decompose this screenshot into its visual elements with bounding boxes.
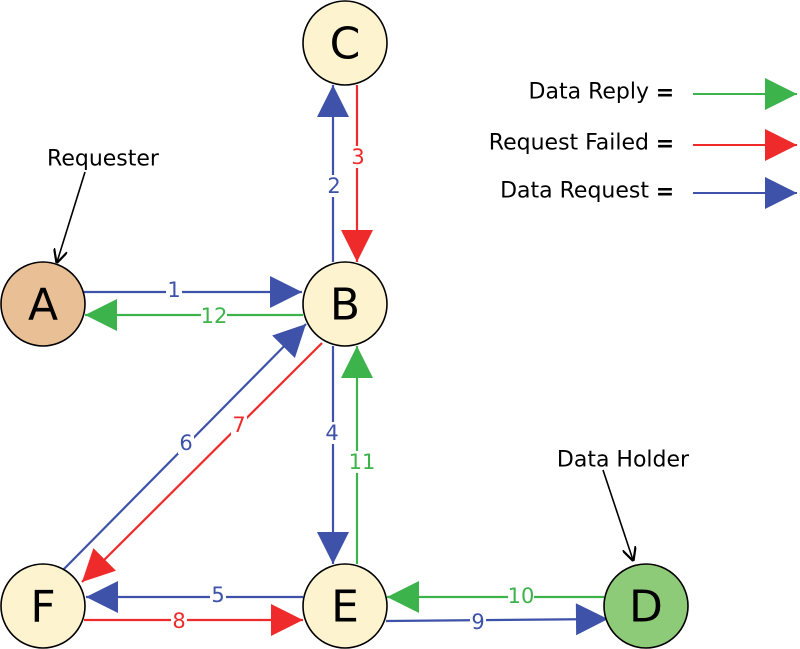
legend-item-reply: Data Reply = (529, 78, 797, 110)
edge-label-1: 1 (167, 278, 180, 302)
edge-label-8: 8 (172, 609, 185, 633)
node-label: A (28, 280, 58, 331)
edge-label-bg (171, 610, 187, 632)
node-label: B (330, 280, 360, 331)
annotation-requester: Requester (47, 147, 160, 263)
node-circle (302, 563, 388, 649)
node-label: F (30, 582, 55, 633)
edge-label-bg (178, 432, 194, 454)
edge-label-bg (350, 146, 366, 168)
edge-label-bg (326, 175, 342, 197)
annotation-label: Requester (47, 147, 160, 172)
node-d: D (603, 563, 689, 649)
edge-label-bg (324, 422, 340, 444)
annotation-data-holder: Data Holder (557, 448, 690, 561)
node-e: E (302, 563, 388, 649)
nodes: A B C D E F (0, 0, 689, 649)
node-circle (603, 563, 689, 649)
edge-label-bg (508, 585, 534, 607)
edge-label-4: 4 (325, 421, 338, 445)
node-label: E (331, 582, 359, 633)
edge-label-bg (470, 611, 486, 633)
edge-b-to-f (81, 342, 323, 583)
node-circle (0, 261, 86, 347)
annotation-pointer (57, 171, 86, 262)
node-a: A (0, 261, 86, 347)
legend-equals: = (656, 132, 674, 157)
edge-label-bg (166, 279, 182, 301)
edge-label-bg (201, 305, 227, 327)
legend-label: Data Reply (529, 80, 649, 105)
node-circle (302, 261, 388, 347)
edge-label-9: 9 (471, 610, 484, 634)
edge-label-bg (210, 584, 226, 606)
annotation-pointer (602, 469, 633, 560)
edge-label-11: 11 (349, 450, 376, 474)
legend-item-failed: Request Failed = (489, 129, 797, 161)
edge-label-2: 2 (327, 174, 340, 198)
edge-label-6: 6 (179, 431, 192, 455)
node-f: F (0, 563, 86, 649)
node-c: C (302, 0, 388, 86)
legend-label: Data Request (500, 179, 649, 204)
legend: Data Reply = Request Failed = Data Request = (489, 78, 797, 209)
edge-label-bg (231, 414, 247, 436)
edge-label-10: 10 (508, 584, 535, 608)
node-label: C (330, 19, 361, 70)
node-label: D (629, 582, 663, 633)
edge-label-7: 7 (232, 413, 245, 437)
node-b: B (302, 261, 388, 347)
legend-equals: = (656, 81, 674, 106)
legend-item-request: Data Request = (500, 177, 797, 209)
edge-label-12: 12 (201, 304, 228, 328)
edge-e-to-d (385, 603, 609, 636)
edge-label-bg (349, 451, 375, 473)
edge-label-3: 3 (351, 145, 364, 169)
annotation-label: Data Holder (557, 448, 690, 473)
edge-label-5: 5 (211, 583, 224, 607)
legend-label: Request Failed (489, 131, 649, 156)
node-circle (302, 0, 388, 86)
legend-equals: = (656, 180, 674, 205)
node-circle (0, 563, 86, 649)
